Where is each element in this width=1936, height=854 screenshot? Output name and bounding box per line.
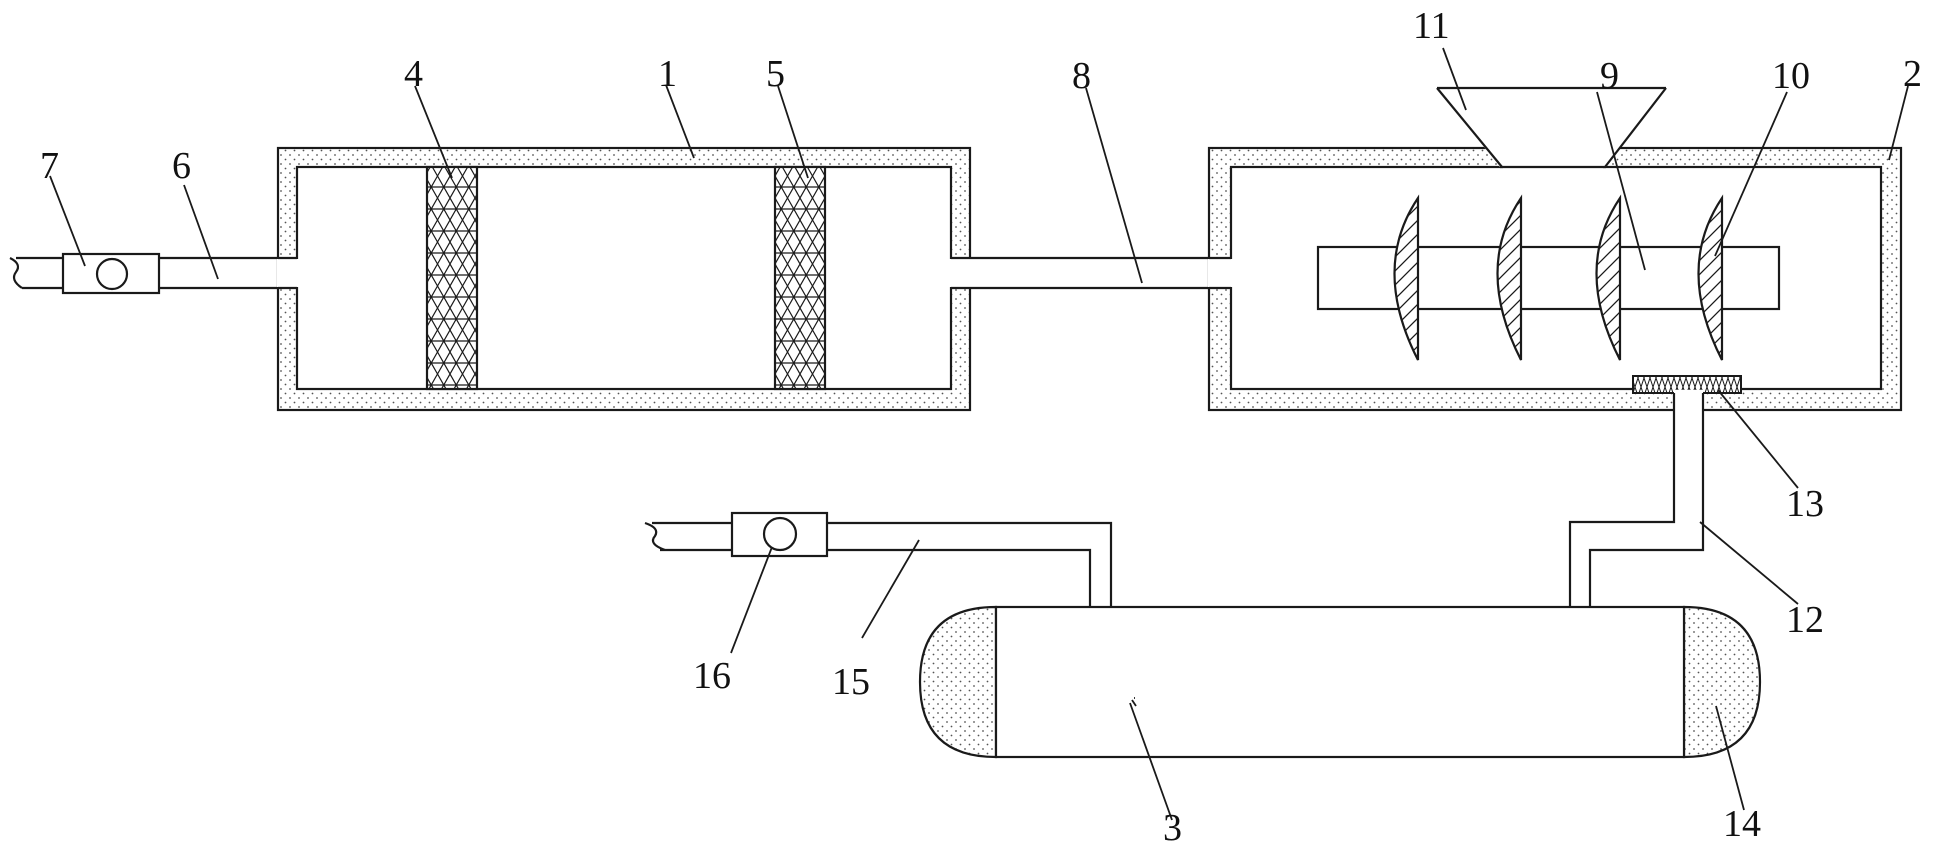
outlet-pipe (644, 521, 1113, 607)
outlet-valve (730, 511, 829, 558)
label-16: 16 (693, 655, 731, 697)
label-12: 12 (1786, 599, 1824, 641)
feed-hopper (1436, 86, 1667, 169)
label-6: 6 (172, 145, 191, 187)
label-11: 11 (1413, 5, 1450, 47)
label-8: 8 (1072, 55, 1091, 97)
label-7: 7 (40, 145, 59, 187)
label-4: 4 (404, 53, 423, 95)
leader-lines (49, 47, 1909, 821)
label-10: 10 (1772, 55, 1810, 97)
label-13: 13 (1786, 483, 1824, 525)
label-2: 2 (1903, 53, 1922, 95)
stirring-blades (1393, 194, 1724, 361)
label-3: 3 (1163, 807, 1182, 849)
housing2-inlet-opening (1208, 256, 1233, 290)
storage-tank (918, 605, 1762, 759)
inlet-valve (61, 252, 161, 295)
label-9: 9 (1600, 55, 1619, 97)
discharge-pipe (1568, 390, 1705, 607)
label-5: 5 (766, 53, 785, 95)
filter-screen-4 (425, 165, 479, 391)
label-1: 1 (658, 53, 677, 95)
filter-housing (276, 146, 972, 412)
label-14: 14 (1723, 803, 1761, 845)
connecting-pipe (949, 256, 1232, 290)
label-15: 15 (832, 661, 870, 703)
filter-screen-5 (773, 165, 827, 391)
housing1-inlet-opening (277, 256, 299, 290)
